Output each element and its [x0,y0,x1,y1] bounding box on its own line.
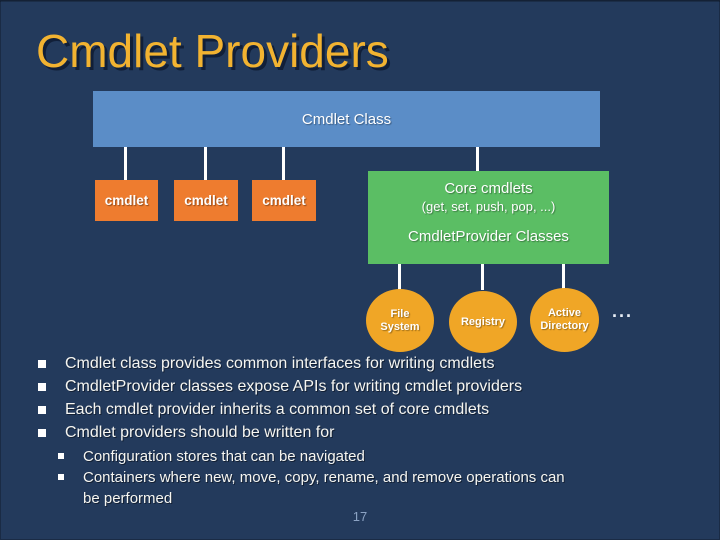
circle-label-line: Directory [540,320,589,332]
slide-title: Cmdlet Providers [36,25,389,77]
connector-line [204,147,207,180]
provider-circle-active-directory: Active Directory [530,288,599,352]
connector-line [476,147,479,171]
page-number: 17 [352,509,368,524]
cmdlet-box-label: cmdlet [184,193,228,208]
sub-bullet-text: Configuration stores that can be navigat… [83,446,365,467]
connector-line [562,264,565,290]
square-bullet-icon [38,360,46,368]
bullet-item: Each cmdlet provider inherits a common s… [38,398,698,421]
bullet-item: Cmdlet providers should be written for [38,421,698,444]
sub-bullet-line: Configuration stores that can be navigat… [83,448,365,465]
square-bullet-icon [38,429,46,437]
bullet-text: Each cmdlet provider inherits a common s… [65,401,490,418]
sub-bullet-line: be performed [83,490,173,507]
connector-line [124,147,127,180]
cmdlet-box-3: cmdlet [252,180,316,221]
square-bullet-icon [58,453,64,459]
bullet-list: Cmdlet class provides common interfaces … [38,352,698,509]
circle-label-line: Registry [460,315,506,328]
square-bullet-icon [38,383,46,391]
circle-label-line: System [380,320,420,333]
provider-circle-registry: Registry [449,291,517,353]
cmdlet-box-1: cmdlet [95,180,158,221]
cmdlet-box-label: cmdlet [262,193,306,208]
square-bullet-icon [58,474,64,480]
cmdlet-provider-classes-label: CmdletProvider Classes [408,228,569,245]
circle-label-line: Active [547,307,582,319]
bullet-item: Cmdlet class provides common interfaces … [38,352,698,375]
bullet-item: CmdletProvider classes expose APIs for w… [38,375,698,398]
cmdlet-box-2: cmdlet [174,180,238,221]
bullet-text: CmdletProvider classes expose APIs for w… [65,378,523,395]
sub-bullet-item: Configuration stores that can be navigat… [58,446,698,467]
more-providers-ellipsis: ... [612,301,634,321]
provider-circle-file-system: File System [366,289,434,352]
cmdlet-class-label: Cmdlet Class [301,110,392,128]
sub-bullet-line: Containers where new, move, copy, rename… [83,469,565,486]
sub-bullet-list: Configuration stores that can be navigat… [58,446,698,509]
core-cmdlets-examples: (get, set, push, pop, ...) [421,199,556,214]
square-bullet-icon [38,406,46,414]
connector-line [282,147,285,180]
core-cmdlets-title: Core cmdlets [444,180,533,197]
cmdlet-box-label: cmdlet [104,193,149,208]
sub-bullet-text: Containers where new, move, copy, rename… [83,467,565,509]
bullet-text: Cmdlet class provides common interfaces … [65,355,495,372]
connector-line [398,264,401,290]
cmdlet-class-box: Cmdlet Class [93,91,600,147]
circle-label-line: File [390,307,410,320]
connector-line [481,264,484,290]
bullet-text: Cmdlet providers should be written for [65,424,335,441]
core-cmdlets-box: Core cmdlets (get, set, push, pop, ...) … [368,171,609,264]
sub-bullet-item: Containers where new, move, copy, rename… [58,467,698,509]
